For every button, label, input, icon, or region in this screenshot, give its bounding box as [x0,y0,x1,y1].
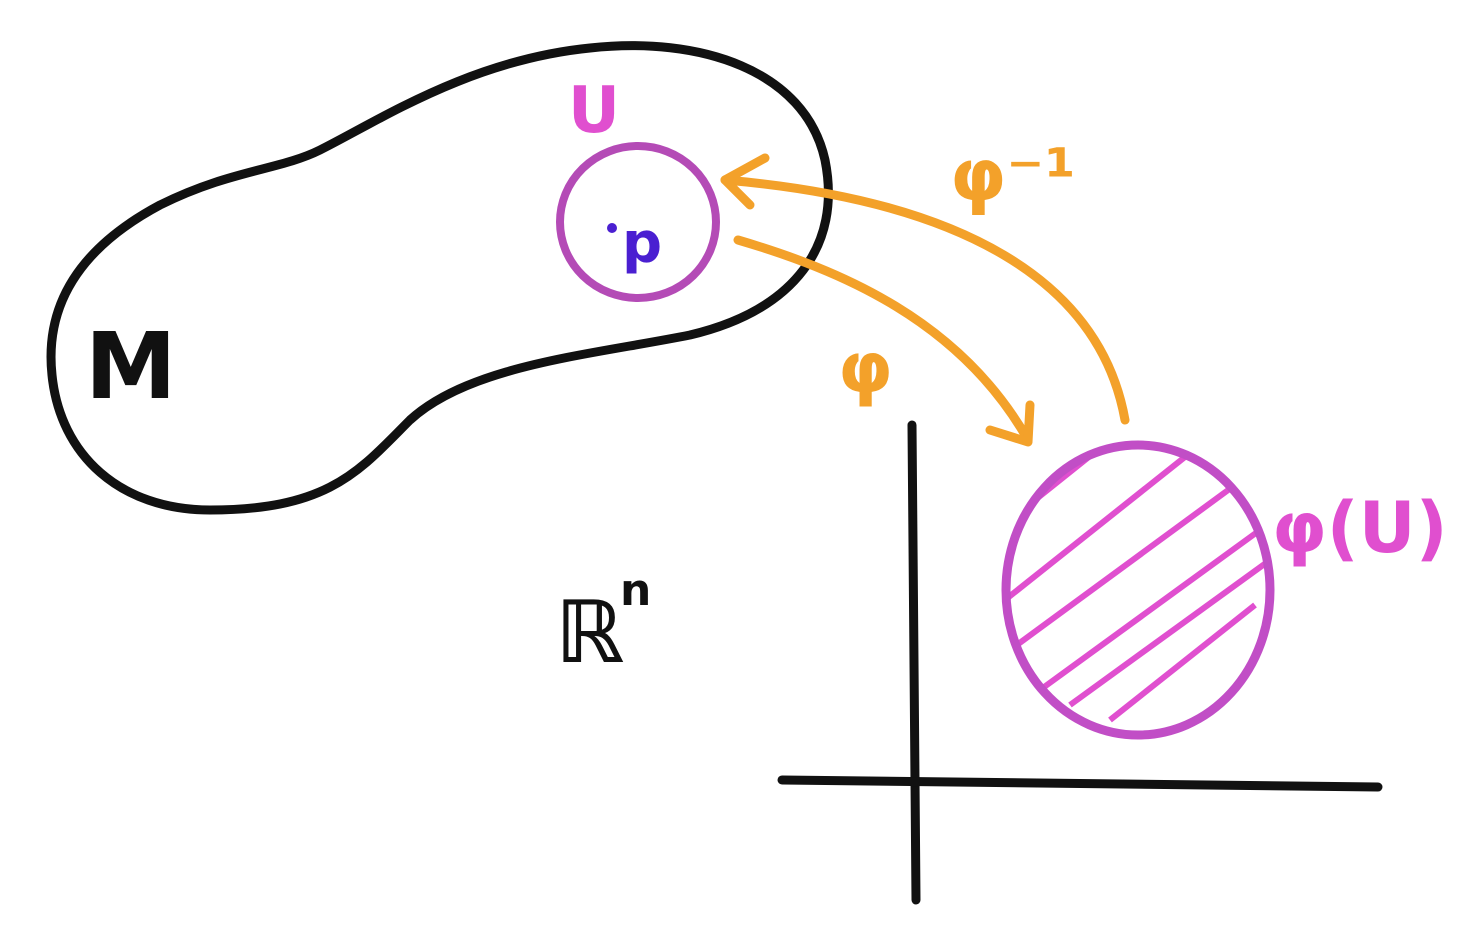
chart-map-label: φ [838,327,893,409]
open-set-label: U [568,74,620,148]
x-axis [777,775,1383,792]
open-set-circle [556,142,720,302]
manifold-outline [46,41,833,515]
point-dot [607,223,617,233]
euclidean-space-label: ℝ [555,583,624,683]
chart-map-arrow [733,235,1033,445]
image-disk [1001,440,1275,740]
inverse-map-arrow [720,175,1130,425]
y-axis [907,420,921,905]
manifold-label: M [85,313,177,420]
point-label: p [622,211,662,276]
image-set-label: φ(U) [1272,487,1448,569]
euclidean-dimension-label: n [620,565,651,616]
inverse-map-arrowhead [720,153,770,210]
image-disk-hatching [1006,445,1270,723]
chart-map-arrowhead [985,400,1035,447]
inverse-map-label: φ⁻¹ [950,133,1076,217]
